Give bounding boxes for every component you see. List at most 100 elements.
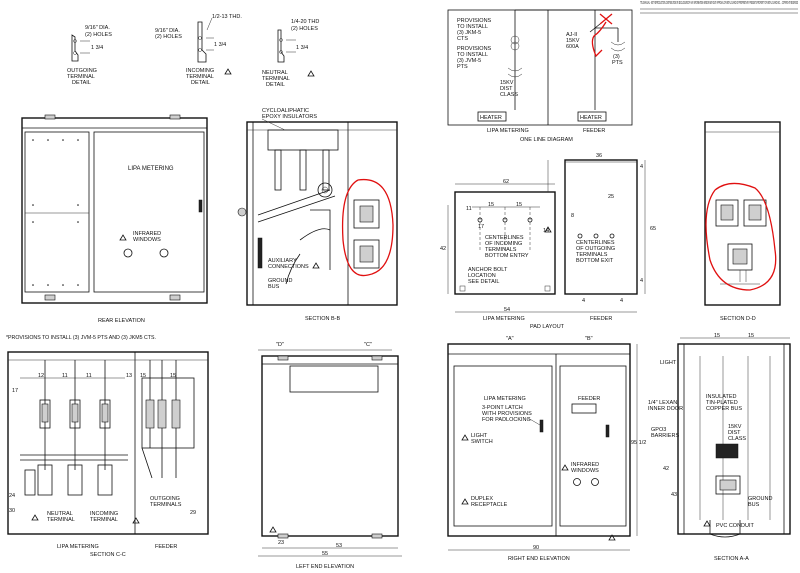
svg-text:54: 54 <box>504 307 510 313</box>
svg-text:GROUND: GROUND <box>268 278 292 284</box>
svg-text:INSULATED: INSULATED <box>706 394 736 400</box>
section-aa: 15 15 LIGHT 1/4" LEXAN INNER DOOR INSULA… <box>648 333 791 562</box>
svg-text:LIPA METERING: LIPA METERING <box>484 396 526 402</box>
svg-text:36: 36 <box>596 153 602 159</box>
warning-triangle-icon <box>119 234 127 241</box>
incoming-terminal-detail: 1/2-13 THD. 9/16" DIA. (2) HOLES 1 3/4 I… <box>155 14 242 86</box>
svg-text:65: 65 <box>650 226 656 232</box>
svg-text:23: 23 <box>278 540 284 546</box>
warning-triangle-icon <box>561 464 569 471</box>
svg-text:BUS: BUS <box>268 284 280 290</box>
section-bb: CYCLOALIPHATIC EPOXY INSULATORS AUXILIAR… <box>237 108 398 322</box>
svg-text:25: 25 <box>608 194 614 200</box>
svg-text:4: 4 <box>582 298 585 304</box>
svg-text:15: 15 <box>714 333 720 339</box>
svg-text:TO INSTALL: TO INSTALL <box>457 52 488 58</box>
rear-elevation-title: REAR ELEVATION <box>98 318 145 324</box>
warning-triangle-icon <box>703 520 711 527</box>
svg-text:90: 90 <box>533 545 539 551</box>
svg-text:600A: 600A <box>566 44 579 50</box>
svg-text:1/4-20 THD: 1/4-20 THD <box>291 19 319 25</box>
svg-text:FEEDER: FEEDER <box>578 396 600 402</box>
feeder-switch <box>141 360 195 479</box>
svg-text:(2) HOLES: (2) HOLES <box>291 26 318 32</box>
svg-text:1/4" LEXAN: 1/4" LEXAN <box>648 400 677 406</box>
svg-text:15: 15 <box>488 202 494 208</box>
neutral-terminal-detail: 1/4-20 THD (2) HOLES 1 3/4 NEUTRAL TERMI… <box>262 19 319 88</box>
warning-triangle-icon <box>132 517 140 524</box>
rear-panel-label: LIPA METERING <box>128 166 174 172</box>
svg-text:4: 4 <box>620 298 623 304</box>
redline-markup-circle <box>341 178 394 277</box>
svg-text:LIPA METERING: LIPA METERING <box>487 128 529 134</box>
svg-text:AUXILIARY: AUXILIARY <box>268 258 297 264</box>
left-end-title: LEFT END ELEVATION <box>296 564 354 570</box>
svg-text:OF INCOMING: OF INCOMING <box>485 241 522 247</box>
svg-text:4: 4 <box>640 278 643 284</box>
svg-text:CLASS: CLASS <box>500 92 518 98</box>
svg-text:TERMINALS: TERMINALS <box>485 247 517 253</box>
rear-elevation: LIPA METERING INFRARED WINDOWS REAR ELEV… <box>21 114 208 324</box>
svg-text:DETAIL: DETAIL <box>191 80 210 86</box>
right-end-title: RIGHT END ELEVATION <box>508 556 570 562</box>
svg-text:TERMINAL: TERMINAL <box>186 74 214 80</box>
infrared-window-icon <box>591 478 599 486</box>
warning-triangle-icon <box>608 534 616 541</box>
svg-text:11: 11 <box>86 373 92 379</box>
section-aa-title: SECTION A-A <box>714 556 749 562</box>
svg-text:12: 12 <box>38 373 44 379</box>
svg-text:PROVISIONS: PROVISIONS <box>457 46 492 52</box>
svg-text:95 1/2: 95 1/2 <box>631 440 646 446</box>
svg-text:DETAIL: DETAIL <box>266 82 285 88</box>
infrared-window-icon <box>159 248 169 258</box>
svg-text:WINDOWS: WINDOWS <box>571 468 599 474</box>
svg-text:CONNECTIONS: CONNECTIONS <box>268 264 309 270</box>
svg-text:OUTGOING: OUTGOING <box>150 496 180 502</box>
svg-text:15KV: 15KV <box>500 80 514 86</box>
svg-text:53: 53 <box>336 543 342 549</box>
svg-text:(2) HOLES: (2) HOLES <box>155 34 182 40</box>
svg-text:4: 4 <box>640 164 643 170</box>
svg-text:TIN-PLATED: TIN-PLATED <box>706 400 738 406</box>
svg-text:17: 17 <box>478 224 484 230</box>
svg-text:INCOMING: INCOMING <box>186 68 214 74</box>
svg-text:CYCLOALIPHATIC: CYCLOALIPHATIC <box>262 108 309 114</box>
svg-text:"A": "A" <box>506 336 514 342</box>
svg-text:CENTERLINES: CENTERLINES <box>485 235 524 241</box>
svg-text:11: 11 <box>62 373 68 379</box>
svg-text:LIGHT: LIGHT <box>660 360 677 366</box>
svg-text:INCOMING: INCOMING <box>90 511 118 517</box>
section-cc: 12 11 11 13 17 <box>7 351 209 558</box>
svg-text:CENTERLINES: CENTERLINES <box>576 240 615 246</box>
svg-text:TERMINAL: TERMINAL <box>262 76 290 82</box>
svg-text:(3) JKM-5: (3) JKM-5 <box>457 30 481 36</box>
svg-text:BOTTOM EXIT: BOTTOM EXIT <box>576 258 614 264</box>
svg-text:"D": "D" <box>276 342 284 348</box>
svg-text:"B": "B" <box>585 336 593 342</box>
svg-text:15KV: 15KV <box>566 38 580 44</box>
svg-text:DUPLEX: DUPLEX <box>471 496 493 502</box>
svg-text:43: 43 <box>671 492 677 498</box>
svg-text:OF OUTGOING: OF OUTGOING <box>576 246 615 252</box>
svg-text:NEUTRAL: NEUTRAL <box>47 511 73 517</box>
title-block-notes: TITLE MANUAL - NOT REPRODUCTION. DISTRIB… <box>640 0 798 14</box>
svg-text:FOR PADLOCKING: FOR PADLOCKING <box>482 417 531 423</box>
svg-text:15KV: 15KV <box>728 424 742 430</box>
svg-text:LIPA METERING: LIPA METERING <box>483 316 525 322</box>
svg-text:SEE DETAIL: SEE DETAIL <box>468 279 499 285</box>
svg-text:15: 15 <box>170 373 176 379</box>
redline-markup-circle <box>705 182 777 291</box>
warning-triangle-icon <box>31 514 39 521</box>
warning-triangle-icon <box>544 226 552 233</box>
svg-text:8: 8 <box>571 213 574 219</box>
svg-text:11: 11 <box>466 206 472 212</box>
svg-text:LIPA METERING: LIPA METERING <box>57 544 99 550</box>
redline-markup-x <box>591 13 613 58</box>
svg-text:24: 24 <box>9 493 15 499</box>
svg-text:BARRIERS: BARRIERS <box>651 433 679 439</box>
svg-text:COPPER BUS: COPPER BUS <box>706 406 742 412</box>
svg-text:17: 17 <box>12 388 18 394</box>
svg-text:GROUND: GROUND <box>748 496 772 502</box>
svg-text:CLASS: CLASS <box>728 436 746 442</box>
